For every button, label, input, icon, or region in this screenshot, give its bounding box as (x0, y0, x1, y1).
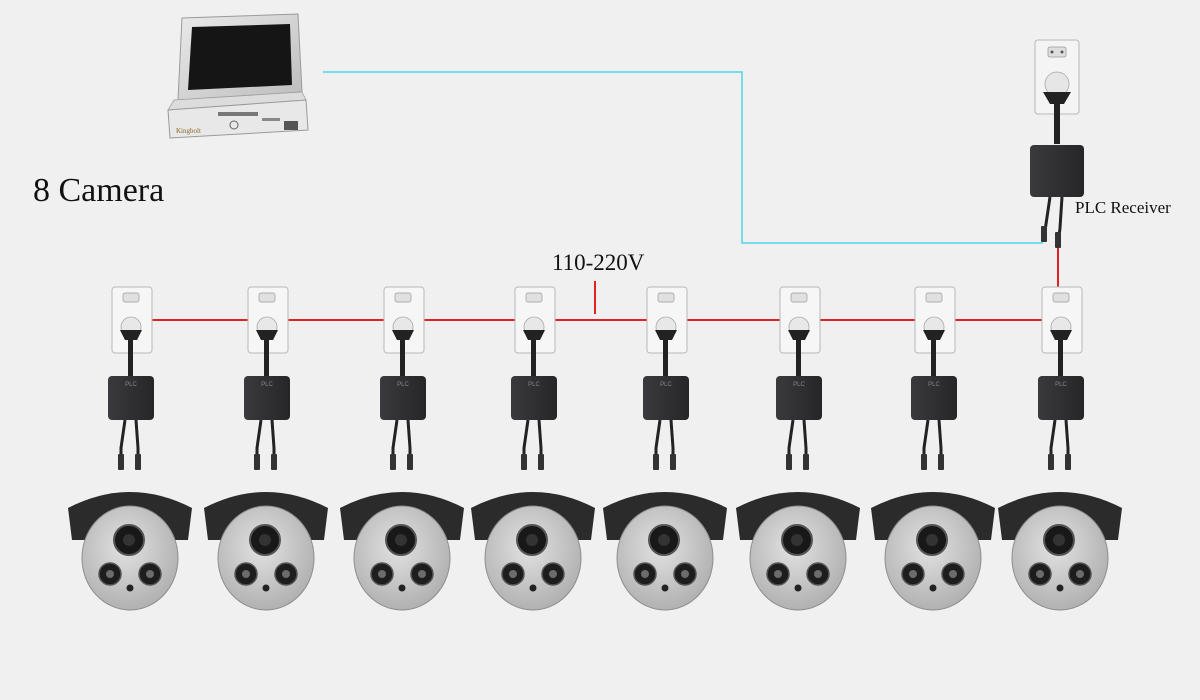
plc-adapter-label: PLC (660, 382, 672, 388)
wall-outlet (647, 287, 687, 377)
camera (471, 492, 595, 610)
camera (998, 492, 1122, 610)
plc-adapter: PLC (643, 376, 689, 470)
camera (204, 492, 328, 610)
plc-adapter-label: PLC (928, 382, 940, 388)
camera-unit: PLC (68, 287, 192, 610)
monitor-brand: Kingbolt (176, 127, 201, 135)
camera-unit: PLC (340, 287, 464, 610)
plc-adapter: PLC (108, 376, 154, 470)
plc-adapter-label: PLC (397, 382, 409, 388)
camera-unit: PLC (736, 287, 860, 610)
plc-adapter: PLC (911, 376, 957, 470)
wall-outlet (248, 287, 288, 377)
camera-unit: PLC (871, 287, 995, 610)
camera-unit: PLC (204, 287, 328, 610)
wall-outlet (1042, 287, 1082, 377)
wall-outlet (112, 287, 152, 377)
camera-unit: PLC (471, 287, 595, 610)
camera (68, 492, 192, 610)
nvr-monitor: Kingbolt (168, 14, 308, 138)
plc-adapter-label: PLC (125, 382, 137, 388)
plc-adapter: PLC (1038, 376, 1084, 470)
plc-adapter-label: PLC (1055, 382, 1067, 388)
camera-unit: PLC (998, 287, 1122, 610)
wall-outlet (915, 287, 955, 377)
wall-outlet (515, 287, 555, 377)
diagram-title: 8 Camera (33, 172, 164, 210)
plc-adapter-label: PLC (793, 382, 805, 388)
plc-adapter: PLC (380, 376, 426, 470)
wall-outlet (384, 287, 424, 377)
camera (871, 492, 995, 610)
camera (340, 492, 464, 610)
plc-adapter-label: PLC (528, 382, 540, 388)
plc-adapter: PLC (776, 376, 822, 470)
voltage-label: 110-220V (552, 250, 644, 276)
plc-adapter-label: PLC (261, 382, 273, 388)
plc-adapter: PLC (511, 376, 557, 470)
camera-unit: PLC (603, 287, 727, 610)
network-cable (323, 72, 1043, 243)
camera (736, 492, 860, 610)
camera-units: PLC PLC PLC PLC PLC PLC PLC PLC (68, 287, 1122, 610)
wall-outlet (780, 287, 820, 377)
camera (603, 492, 727, 610)
plc-adapter: PLC (244, 376, 290, 470)
plc-receiver-label: PLC Receiver (1075, 198, 1171, 218)
